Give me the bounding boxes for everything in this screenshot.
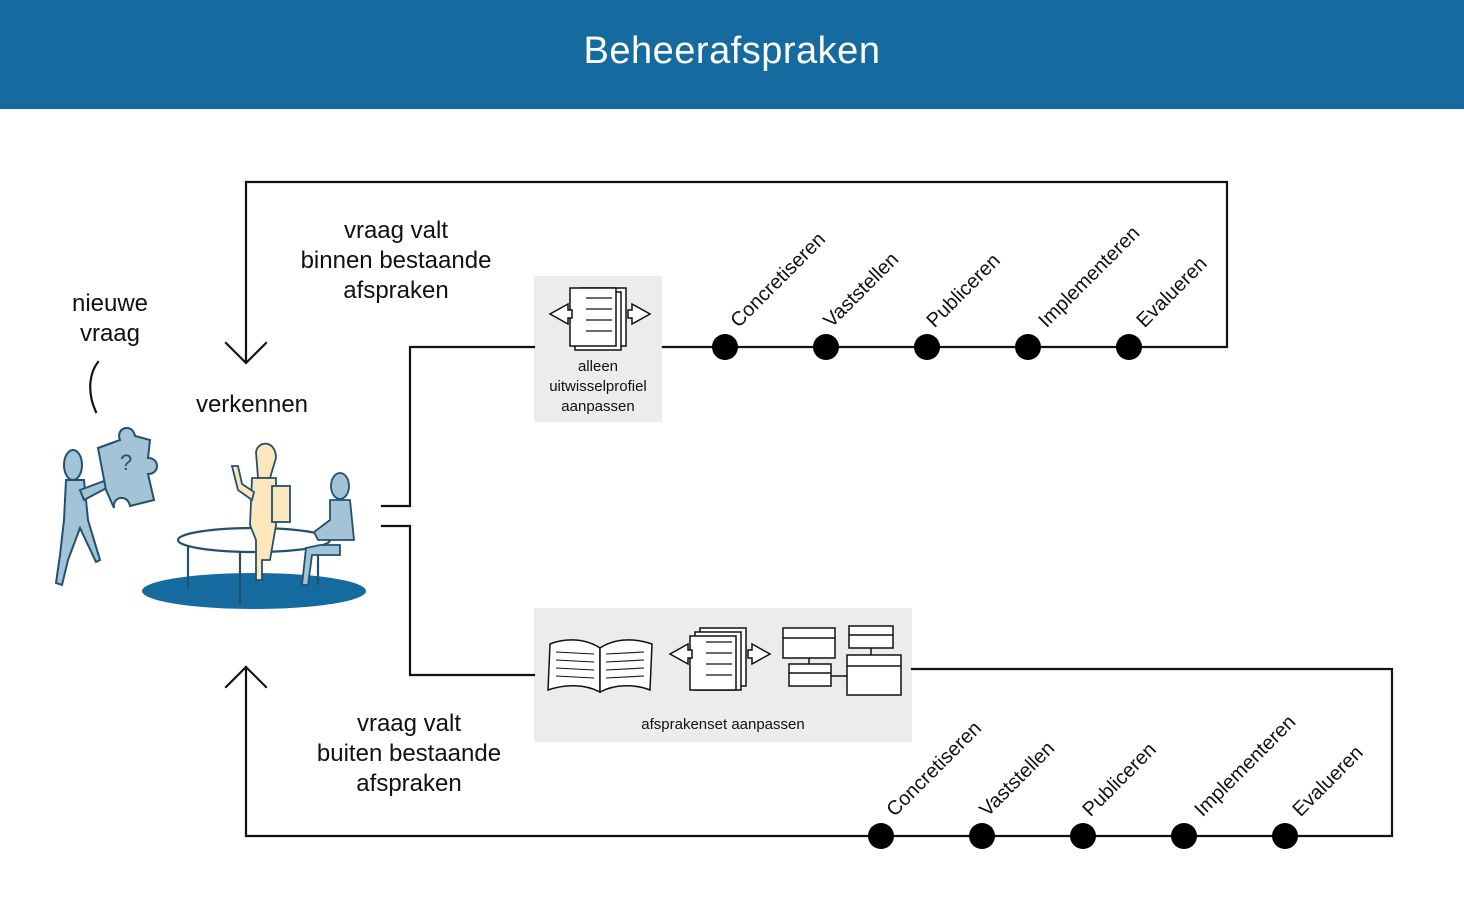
label-line: vraag valt (356, 710, 462, 737)
explore-label: verkennen (195, 391, 309, 418)
page-title: Beheerafspraken (583, 30, 881, 72)
label-line: afspraken (356, 770, 462, 797)
step-dot (1116, 334, 1142, 360)
top-box-label-line: uitwisselprofiel (549, 378, 647, 395)
step-dot (868, 823, 894, 849)
step-dot (969, 823, 995, 849)
top-box-label-line: aanpassen (561, 398, 635, 415)
label-line: buiten bestaande (316, 740, 502, 767)
label-line: nieuwe (71, 290, 149, 317)
bottom-branch-line (380, 524, 536, 677)
outside-existing-label: vraag valt buiten bestaande afspraken (289, 709, 529, 799)
data-model-icon (782, 625, 902, 696)
person-with-puzzle-icon (54, 426, 158, 587)
top-arrowhead (224, 341, 268, 365)
question-mark-glyph: ? (120, 450, 132, 475)
step-dot (813, 334, 839, 360)
step-dot (712, 334, 738, 360)
within-existing-label: vraag valt binnen bestaande afspraken (276, 216, 516, 306)
top-branch-line (380, 345, 536, 508)
step-dot (1070, 823, 1096, 849)
label-line: vraag valt (343, 217, 449, 244)
bottom-step-dots (868, 823, 1298, 849)
step-dot (1272, 823, 1298, 849)
bottom-arrowhead (224, 665, 268, 689)
meeting-table-icon (142, 442, 366, 609)
new-question-label: nieuwe vraag (40, 289, 180, 349)
open-book-icon (547, 639, 653, 694)
header-bar (0, 0, 1464, 109)
label-line: binnen bestaande (300, 247, 492, 274)
document-exchange-icon (668, 627, 772, 691)
bottom-loop-line (244, 665, 1394, 838)
speech-line (89, 360, 100, 414)
label-line: afspraken (343, 277, 449, 304)
step-dot (1015, 334, 1041, 360)
bottom-box-label: afsprakenset aanpassen (641, 716, 805, 733)
step-dot (914, 334, 940, 360)
step-dot (1171, 823, 1197, 849)
top-box-label-line: alleen (577, 358, 619, 375)
document-exchange-icon (548, 287, 652, 351)
top-step-dots (712, 334, 1142, 360)
top-box-label: alleen uitwisselprofiel aanpassen (534, 357, 662, 417)
label-line: vraag (79, 320, 141, 347)
